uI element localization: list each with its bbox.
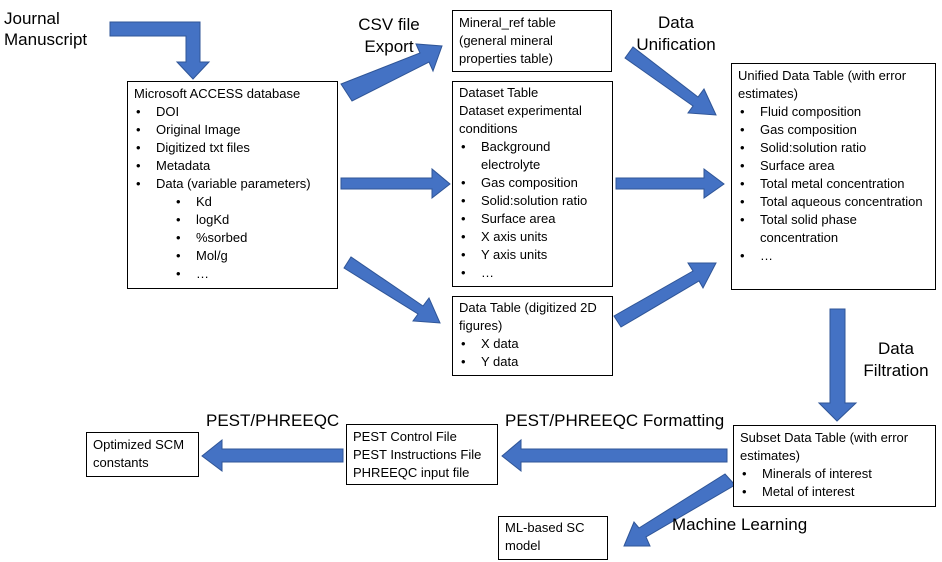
machine-learning-label: Machine Learning	[672, 514, 822, 536]
access-item: Original Image	[134, 121, 331, 139]
subset-item: Metal of interest	[740, 483, 929, 501]
dataset-item: …	[459, 264, 606, 282]
csv-line-2: Export	[364, 37, 414, 56]
access-subitem: %sorbed	[134, 229, 331, 247]
machine-learning-text: Machine Learning	[672, 515, 808, 534]
arrow-access-to-dataset	[340, 167, 451, 200]
ml-model-line-2: model	[505, 538, 541, 553]
unified-data-table-box: Unified Data Table (with error estimates…	[731, 63, 936, 290]
unified-item: …	[738, 247, 929, 265]
unified-title: Unified Data Table (with error estimates…	[738, 68, 907, 101]
journal-line-2: Manuscript	[4, 30, 88, 49]
dataset-table-box: Dataset Table Dataset experimental condi…	[452, 81, 613, 287]
dataset-item: Gas composition	[459, 174, 606, 192]
subset-data-table-box: Subset Data Table (with error estimates)…	[733, 425, 936, 507]
access-item-list: DOI Original Image Digitized txt files M…	[134, 103, 331, 193]
optimized-line-2: constants	[93, 455, 149, 470]
data-table-title: Data Table (digitized 2D figures)	[459, 300, 597, 333]
access-database-box: Microsoft ACCESS database DOI Original I…	[127, 81, 338, 289]
data-table-item: X data	[459, 335, 606, 353]
subset-title: Subset Data Table (with error estimates)	[740, 430, 909, 463]
journal-line-1: Journal	[4, 9, 60, 28]
formatting-text: PEST/PHREEQC Formatting	[505, 411, 725, 430]
dataset-subtitle: Dataset experimental conditions	[459, 103, 582, 136]
unified-item: Solid:solution ratio	[738, 139, 929, 157]
unification-line-2: Unification	[636, 35, 716, 54]
pest-files-box: PEST Control File PEST Instructions File…	[346, 424, 498, 485]
optimized-scm-box: Optimized SCM constants	[86, 432, 199, 477]
arrow-mineral-ref-to-unified	[624, 46, 717, 116]
optimized-line-1: Optimized SCM	[93, 437, 185, 452]
data-unification-label: Data Unification	[626, 12, 726, 56]
unified-item: Total solid phase concentration	[738, 211, 929, 247]
arrow-datatable-to-unified	[613, 262, 717, 328]
unified-item: Total metal concentration	[738, 175, 929, 193]
filtration-line-1: Data	[878, 339, 914, 358]
arrow-unified-to-subset	[817, 308, 858, 422]
arrow-group	[109, 21, 858, 547]
csv-export-label: CSV file Export	[344, 14, 434, 58]
arrow-access-to-datatable	[343, 256, 441, 324]
filtration-line-2: Filtration	[863, 361, 929, 380]
mineral-ref-line-1: Mineral_ref table	[459, 15, 556, 30]
unified-item-list: Fluid composition Gas composition Solid:…	[738, 103, 929, 265]
data-table-item: Y data	[459, 353, 606, 371]
arrow-dataset-to-unified	[615, 168, 725, 199]
mineral-ref-box: Mineral_ref table (general mineral prope…	[452, 10, 612, 72]
unified-item: Total aqueous concentration	[738, 193, 929, 211]
csv-line-1: CSV file	[358, 15, 420, 34]
access-title: Microsoft ACCESS database	[134, 86, 301, 101]
subset-item: Minerals of interest	[740, 465, 929, 483]
arrow-pest-to-optimized	[201, 438, 344, 472]
dataset-item: Solid:solution ratio	[459, 192, 606, 210]
unification-line-1: Data	[658, 13, 694, 32]
mineral-ref-line-2: (general mineral	[459, 33, 553, 48]
dataset-item: Surface area	[459, 210, 606, 228]
subset-item-list: Minerals of interest Metal of interest	[740, 465, 929, 501]
dataset-title: Dataset Table	[459, 85, 539, 100]
access-item: Metadata	[134, 157, 331, 175]
unified-item: Fluid composition	[738, 103, 929, 121]
pest-phreeqc-formatting-label: PEST/PHREEQC Formatting	[505, 410, 729, 432]
data-filtration-label: Data Filtration	[852, 338, 940, 382]
pest-line-2: PEST Instructions File	[353, 447, 482, 462]
access-subitem: Kd	[134, 193, 331, 211]
mineral-ref-line-3: properties table)	[459, 51, 553, 66]
unified-item: Gas composition	[738, 121, 929, 139]
journal-manuscript-label: Journal Manuscript	[4, 8, 106, 50]
access-subitem: logKd	[134, 211, 331, 229]
access-item: Digitized txt files	[134, 139, 331, 157]
dataset-item: Background electrolyte	[459, 138, 606, 174]
unified-item: Surface area	[738, 157, 929, 175]
pest-phreeqc-text: PEST/PHREEQC	[206, 411, 340, 430]
pest-line-1: PEST Control File	[353, 429, 457, 444]
arrow-access-to-mineral-ref	[340, 43, 443, 102]
dataset-item: Y axis units	[459, 246, 606, 264]
dataset-item-list: Background electrolyte Gas composition S…	[459, 138, 606, 282]
dataset-item: X axis units	[459, 228, 606, 246]
ml-model-line-1: ML-based SC	[505, 520, 585, 535]
arrow-subset-to-ml	[623, 473, 736, 547]
access-subitem: Mol/g	[134, 247, 331, 265]
arrow-journal-to-access	[109, 21, 211, 80]
ml-model-box: ML-based SC model	[498, 516, 608, 560]
access-subitem: …	[134, 265, 331, 283]
pest-phreeqc-label: PEST/PHREEQC	[206, 410, 340, 432]
data-table-item-list: X data Y data	[459, 335, 606, 371]
data-table-box: Data Table (digitized 2D figures) X data…	[452, 296, 613, 376]
arrow-subset-to-pest	[501, 438, 728, 473]
access-subitem-list: Kd logKd %sorbed Mol/g …	[134, 193, 331, 283]
access-item: DOI	[134, 103, 331, 121]
pest-line-3: PHREEQC input file	[353, 465, 470, 480]
access-item: Data (variable parameters)	[134, 175, 331, 193]
